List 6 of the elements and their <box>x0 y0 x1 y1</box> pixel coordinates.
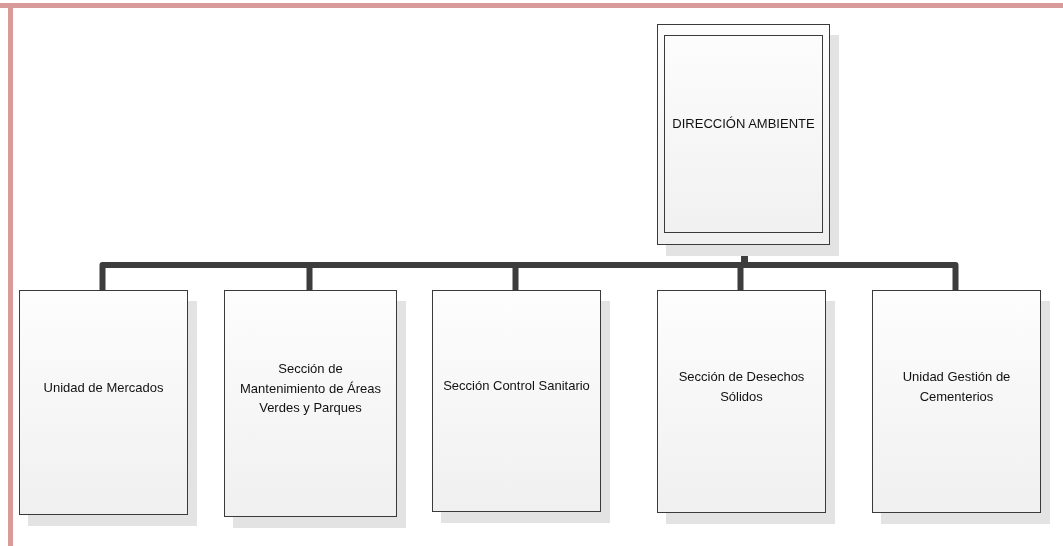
box-label: Sección de Mantenimiento de Áreas Verdes y Parques <box>239 360 382 418</box>
box-label: Unidad de Mercados <box>42 378 165 397</box>
box-label: Sección de Desechos Sólidos <box>677 368 806 406</box>
box-label: Sección Control Sanitario <box>442 377 591 396</box>
box-label: DIRECCIÓN AMBIENTE <box>671 114 816 133</box>
box-label: Unidad Gestión de Cementerios <box>901 368 1012 406</box>
